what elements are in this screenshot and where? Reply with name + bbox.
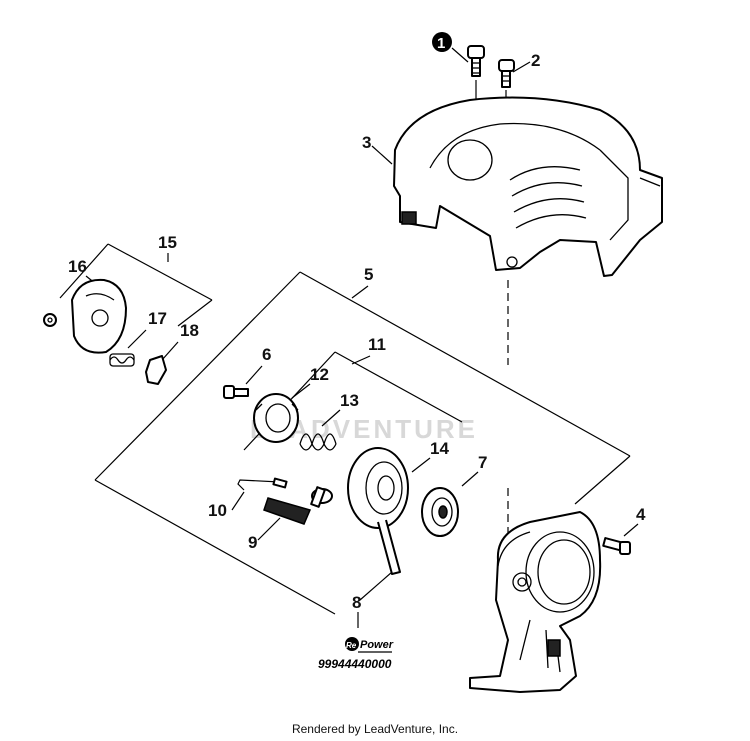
handle-9[interactable] (263, 486, 333, 525)
part-number: 99944440000 (318, 657, 392, 671)
clip-washer[interactable] (43, 313, 57, 327)
callout-3: 3 (362, 133, 371, 152)
callout-7: 7 (478, 453, 487, 472)
repower-logo: Re Power (345, 637, 394, 653)
callout-6: 6 (262, 345, 271, 364)
callout-10: 10 (208, 501, 227, 520)
spring-7[interactable] (421, 487, 459, 537)
engine-cover-3[interactable] (393, 96, 663, 277)
callout-15: 15 (158, 233, 177, 252)
reel-14[interactable] (347, 447, 409, 575)
spring-17[interactable] (109, 353, 135, 367)
pulley-12[interactable] (253, 393, 299, 443)
callout-17: 17 (148, 309, 167, 328)
screw-4[interactable] (602, 537, 631, 555)
callout-12: 12 (310, 365, 329, 384)
bolt-6[interactable] (223, 385, 249, 399)
screw-2[interactable] (498, 59, 515, 88)
callout-18: 18 (180, 321, 199, 340)
pin-10[interactable] (272, 477, 288, 489)
callout-5: 5 (364, 265, 373, 284)
callout-14: 14 (430, 439, 449, 458)
footer-credit: Rendered by LeadVenture, Inc. (291, 722, 459, 736)
callout-16: 16 (68, 257, 87, 276)
ratchet-plate-16[interactable] (71, 278, 127, 354)
callout-1-badge (432, 32, 452, 52)
callout-11: 11 (368, 335, 386, 354)
callout-4: 4 (636, 505, 646, 524)
assembly-outline-5 (94, 271, 631, 615)
callout-9: 9 (248, 533, 257, 552)
spring-13[interactable] (299, 433, 337, 451)
starter-housing[interactable] (469, 511, 602, 693)
repower-logo-re: Re (346, 641, 357, 650)
callout-2: 2 (531, 51, 540, 70)
callout-1: 1 (437, 35, 445, 52)
callout-13: 13 (340, 391, 359, 410)
screw-1[interactable] (467, 45, 485, 77)
repower-logo-power: Power (360, 639, 394, 651)
pawl-18[interactable] (145, 355, 167, 385)
callout-8: 8 (352, 593, 361, 612)
